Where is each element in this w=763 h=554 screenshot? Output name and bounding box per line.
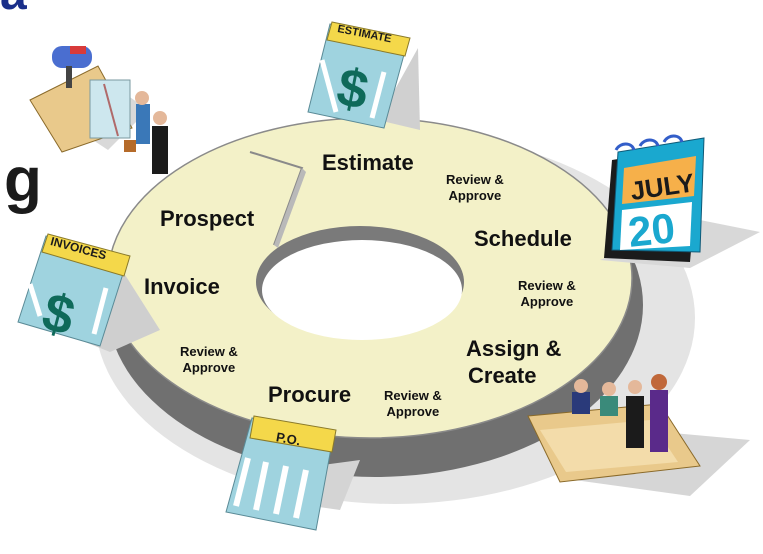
stage-label-schedule: Schedule	[474, 226, 572, 251]
estimate-document-graphic	[307, 21, 420, 130]
review-approve-after-procure: Review & Approve	[180, 344, 238, 376]
ring-hole	[262, 240, 462, 340]
review-line: Review &	[446, 172, 504, 187]
stage-label-assign-create-line2: Create	[468, 363, 537, 388]
review-approve-after-schedule: Review & Approve	[518, 278, 576, 310]
stage-label-procure: Procure	[268, 382, 352, 407]
review-approve-after-assign: Review & Approve	[384, 388, 442, 420]
stage-label-invoice: Invoice	[144, 274, 220, 299]
review-line: Review &	[180, 344, 238, 359]
approve-line: Approve	[386, 404, 440, 419]
approve-line: Approve	[520, 294, 574, 309]
title-fragment-corner: a	[0, 0, 27, 18]
calendar-graphic	[600, 134, 760, 268]
review-approve-after-estimate: Review & Approve	[446, 172, 504, 204]
team-folder-graphic	[527, 374, 750, 496]
stage-label-estimate: Estimate	[322, 150, 414, 175]
approve-line: Approve	[182, 360, 236, 375]
approve-line: Approve	[448, 188, 502, 203]
po-document-graphic	[225, 415, 360, 531]
title-fragment-left: g	[4, 146, 42, 215]
prospect-folder-graphic	[29, 46, 168, 174]
calendar-day: 20	[626, 204, 677, 256]
stage-label-assign-create-line1: Assign &	[466, 336, 562, 361]
po-tag-text: P.O.	[275, 429, 302, 448]
invoices-document-graphic	[17, 233, 160, 352]
stage-label-prospect: Prospect	[160, 206, 255, 231]
review-line: Review &	[384, 388, 442, 403]
review-line: Review &	[518, 278, 576, 293]
ring-cut-face	[274, 168, 306, 248]
